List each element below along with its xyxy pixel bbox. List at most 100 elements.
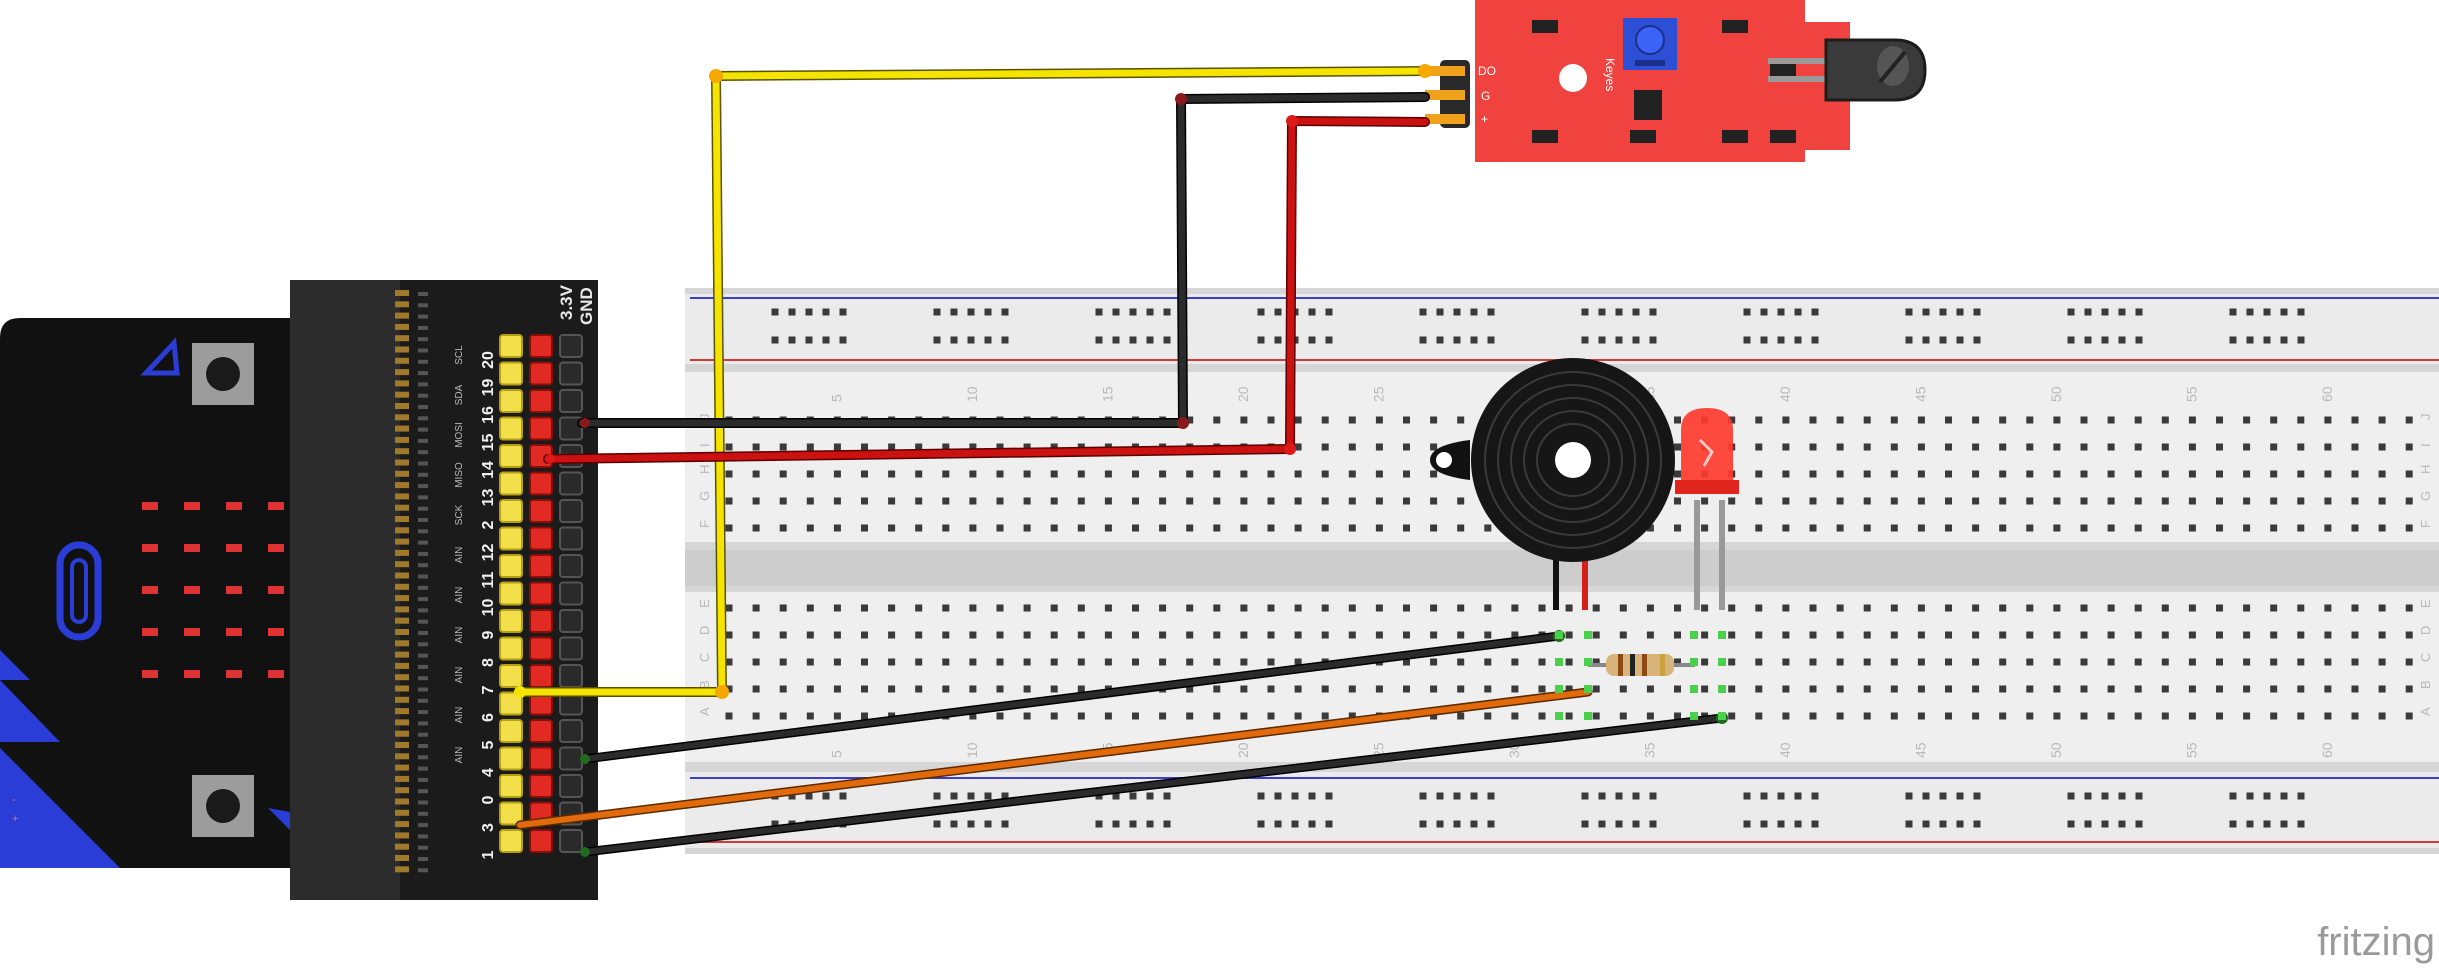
rail-hole[interactable]: [2263, 308, 2271, 316]
breadboard-hole[interactable]: [1755, 416, 1763, 424]
breadboard-hole[interactable]: [1945, 631, 1952, 639]
breadboard-hole[interactable]: [752, 604, 760, 612]
rail-hole[interactable]: [1129, 336, 1137, 344]
breadboard-hole[interactable]: [1945, 443, 1952, 451]
breadboard-hole[interactable]: [861, 685, 868, 693]
breadboard-hole[interactable]: [1945, 416, 1952, 424]
breadboard-hole[interactable]: [1782, 712, 1790, 720]
breadboard-hole[interactable]: [1863, 658, 1871, 666]
breadboard-hole[interactable]: [2161, 712, 2169, 720]
breadboard-hole[interactable]: [1917, 470, 1925, 478]
signal-pin[interactable]: [499, 361, 523, 386]
breadboard-hole[interactable]: [2297, 497, 2305, 505]
breadboard-hole[interactable]: [1999, 712, 2007, 720]
breadboard-hole[interactable]: [1050, 658, 1058, 666]
breadboard-hole[interactable]: [1890, 631, 1898, 639]
rail-hole[interactable]: [2135, 308, 2143, 316]
breadboard-hole[interactable]: [1674, 443, 1681, 451]
breadboard-hole[interactable]: [1972, 416, 1980, 424]
signal-pin[interactable]: [499, 801, 523, 826]
breadboard-hole[interactable]: [1050, 604, 1058, 612]
breadboard-hole[interactable]: [2297, 416, 2305, 424]
breadboard-hole[interactable]: [1728, 524, 1736, 532]
breadboard-hole[interactable]: [1945, 497, 1952, 505]
breadboard-hole[interactable]: [1321, 712, 1329, 720]
breadboard-hole[interactable]: [1294, 658, 1302, 666]
breadboard-hole[interactable]: [1457, 604, 1465, 612]
breadboard-hole[interactable]: [2324, 443, 2332, 451]
breadboard-hole[interactable]: [1077, 712, 1085, 720]
breadboard-hole[interactable]: [2107, 416, 2115, 424]
breadboard-hole[interactable]: [2351, 712, 2359, 720]
breadboard-hole[interactable]: [725, 658, 733, 666]
breadboard-hole[interactable]: [2405, 416, 2413, 424]
breadboard-hole[interactable]: [1809, 712, 1817, 720]
rail-hole[interactable]: [822, 792, 830, 800]
breadboard-hole[interactable]: [779, 658, 787, 666]
breadboard-hole[interactable]: [2351, 443, 2359, 451]
breadboard-hole[interactable]: [1430, 443, 1438, 451]
breadboard-hole[interactable]: [2161, 470, 2169, 478]
rail-hole[interactable]: [2101, 820, 2109, 828]
breadboard-hole[interactable]: [1023, 443, 1031, 451]
breadboard-hole[interactable]: [1348, 712, 1356, 720]
breadboard-hole[interactable]: [2270, 470, 2278, 478]
ground-pin[interactable]: [559, 334, 583, 358]
breadboard-hole[interactable]: [806, 604, 814, 612]
breadboard-hole[interactable]: [1457, 416, 1465, 424]
breadboard-hole[interactable]: [779, 497, 787, 505]
rail-hole[interactable]: [1257, 792, 1265, 800]
breadboard-hole[interactable]: [1104, 631, 1112, 639]
breadboard-hole[interactable]: [2216, 416, 2223, 424]
rail-hole[interactable]: [2263, 820, 2271, 828]
breadboard-hole[interactable]: [942, 685, 950, 693]
rail-hole[interactable]: [1973, 792, 1981, 800]
rail-hole[interactable]: [1470, 336, 1478, 344]
breadboard-hole[interactable]: [1267, 497, 1275, 505]
breadboard-hole[interactable]: [1159, 470, 1167, 478]
breadboard-hole[interactable]: [2107, 631, 2115, 639]
breadboard-hole[interactable]: [996, 631, 1004, 639]
breadboard-hole[interactable]: [1484, 685, 1492, 693]
breadboard-hole[interactable]: [1050, 631, 1058, 639]
breadboard-hole[interactable]: [2161, 604, 2169, 612]
breadboard-hole[interactable]: [1701, 685, 1709, 693]
breadboard-hole[interactable]: [1294, 470, 1302, 478]
rail-hole[interactable]: [2280, 336, 2288, 344]
breadboard-hole[interactable]: [1782, 416, 1790, 424]
breadboard-hole[interactable]: [2188, 631, 2196, 639]
breadboard-hole[interactable]: [2216, 712, 2223, 720]
breadboard-hole[interactable]: [969, 470, 977, 478]
ground-pin[interactable]: [559, 609, 583, 633]
breadboard-hole[interactable]: [1023, 524, 1031, 532]
rail-hole[interactable]: [1922, 336, 1930, 344]
breadboard-hole[interactable]: [2378, 470, 2386, 478]
breadboard-hole[interactable]: [969, 685, 977, 693]
breadboard-hole[interactable]: [1728, 658, 1736, 666]
breadboard-hole[interactable]: [2107, 524, 2115, 532]
breadboard-hole[interactable]: [1945, 685, 1952, 693]
breadboard-hole[interactable]: [1755, 631, 1763, 639]
breadboard-hole[interactable]: [1484, 604, 1492, 612]
breadboard-hole[interactable]: [2161, 443, 2169, 451]
breadboard-hole[interactable]: [1023, 497, 1031, 505]
rail-hole[interactable]: [1811, 336, 1819, 344]
breadboard-hole[interactable]: [2270, 685, 2278, 693]
breadboard-hole[interactable]: [1674, 524, 1681, 532]
breadboard-hole[interactable]: [2324, 658, 2332, 666]
power-pin[interactable]: [529, 389, 553, 413]
rail-hole[interactable]: [2263, 792, 2271, 800]
breadboard-hole[interactable]: [915, 631, 923, 639]
rail-hole[interactable]: [2118, 336, 2126, 344]
breadboard-hole[interactable]: [1213, 685, 1221, 693]
rail-hole[interactable]: [1615, 820, 1623, 828]
breadboard-hole[interactable]: [2243, 631, 2251, 639]
rail-hole[interactable]: [1649, 308, 1657, 316]
breadboard-hole[interactable]: [2324, 416, 2332, 424]
breadboard-hole[interactable]: [1267, 712, 1275, 720]
rail-hole[interactable]: [1112, 336, 1120, 344]
breadboard-hole[interactable]: [2026, 470, 2034, 478]
breadboard-hole[interactable]: [1050, 685, 1058, 693]
rail-hole[interactable]: [1760, 308, 1768, 316]
rail-hole[interactable]: [1487, 820, 1495, 828]
